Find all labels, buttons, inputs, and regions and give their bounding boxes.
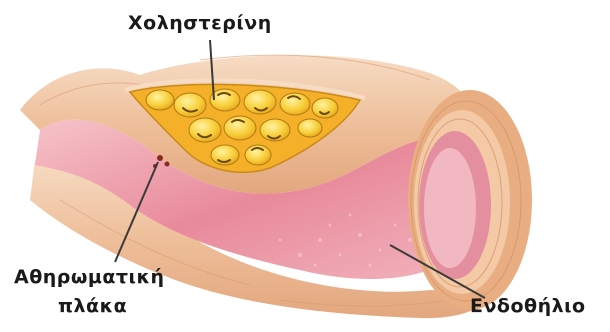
label-cholesterol: Χοληστερίνη: [128, 14, 272, 33]
label-endothelium: Ενδοθήλιο: [470, 297, 586, 316]
vessel-cross-section: [408, 90, 532, 310]
label-plaque-line2: πλάκα: [58, 297, 127, 316]
label-plaque-line1: Αθηρωματική: [14, 268, 165, 287]
